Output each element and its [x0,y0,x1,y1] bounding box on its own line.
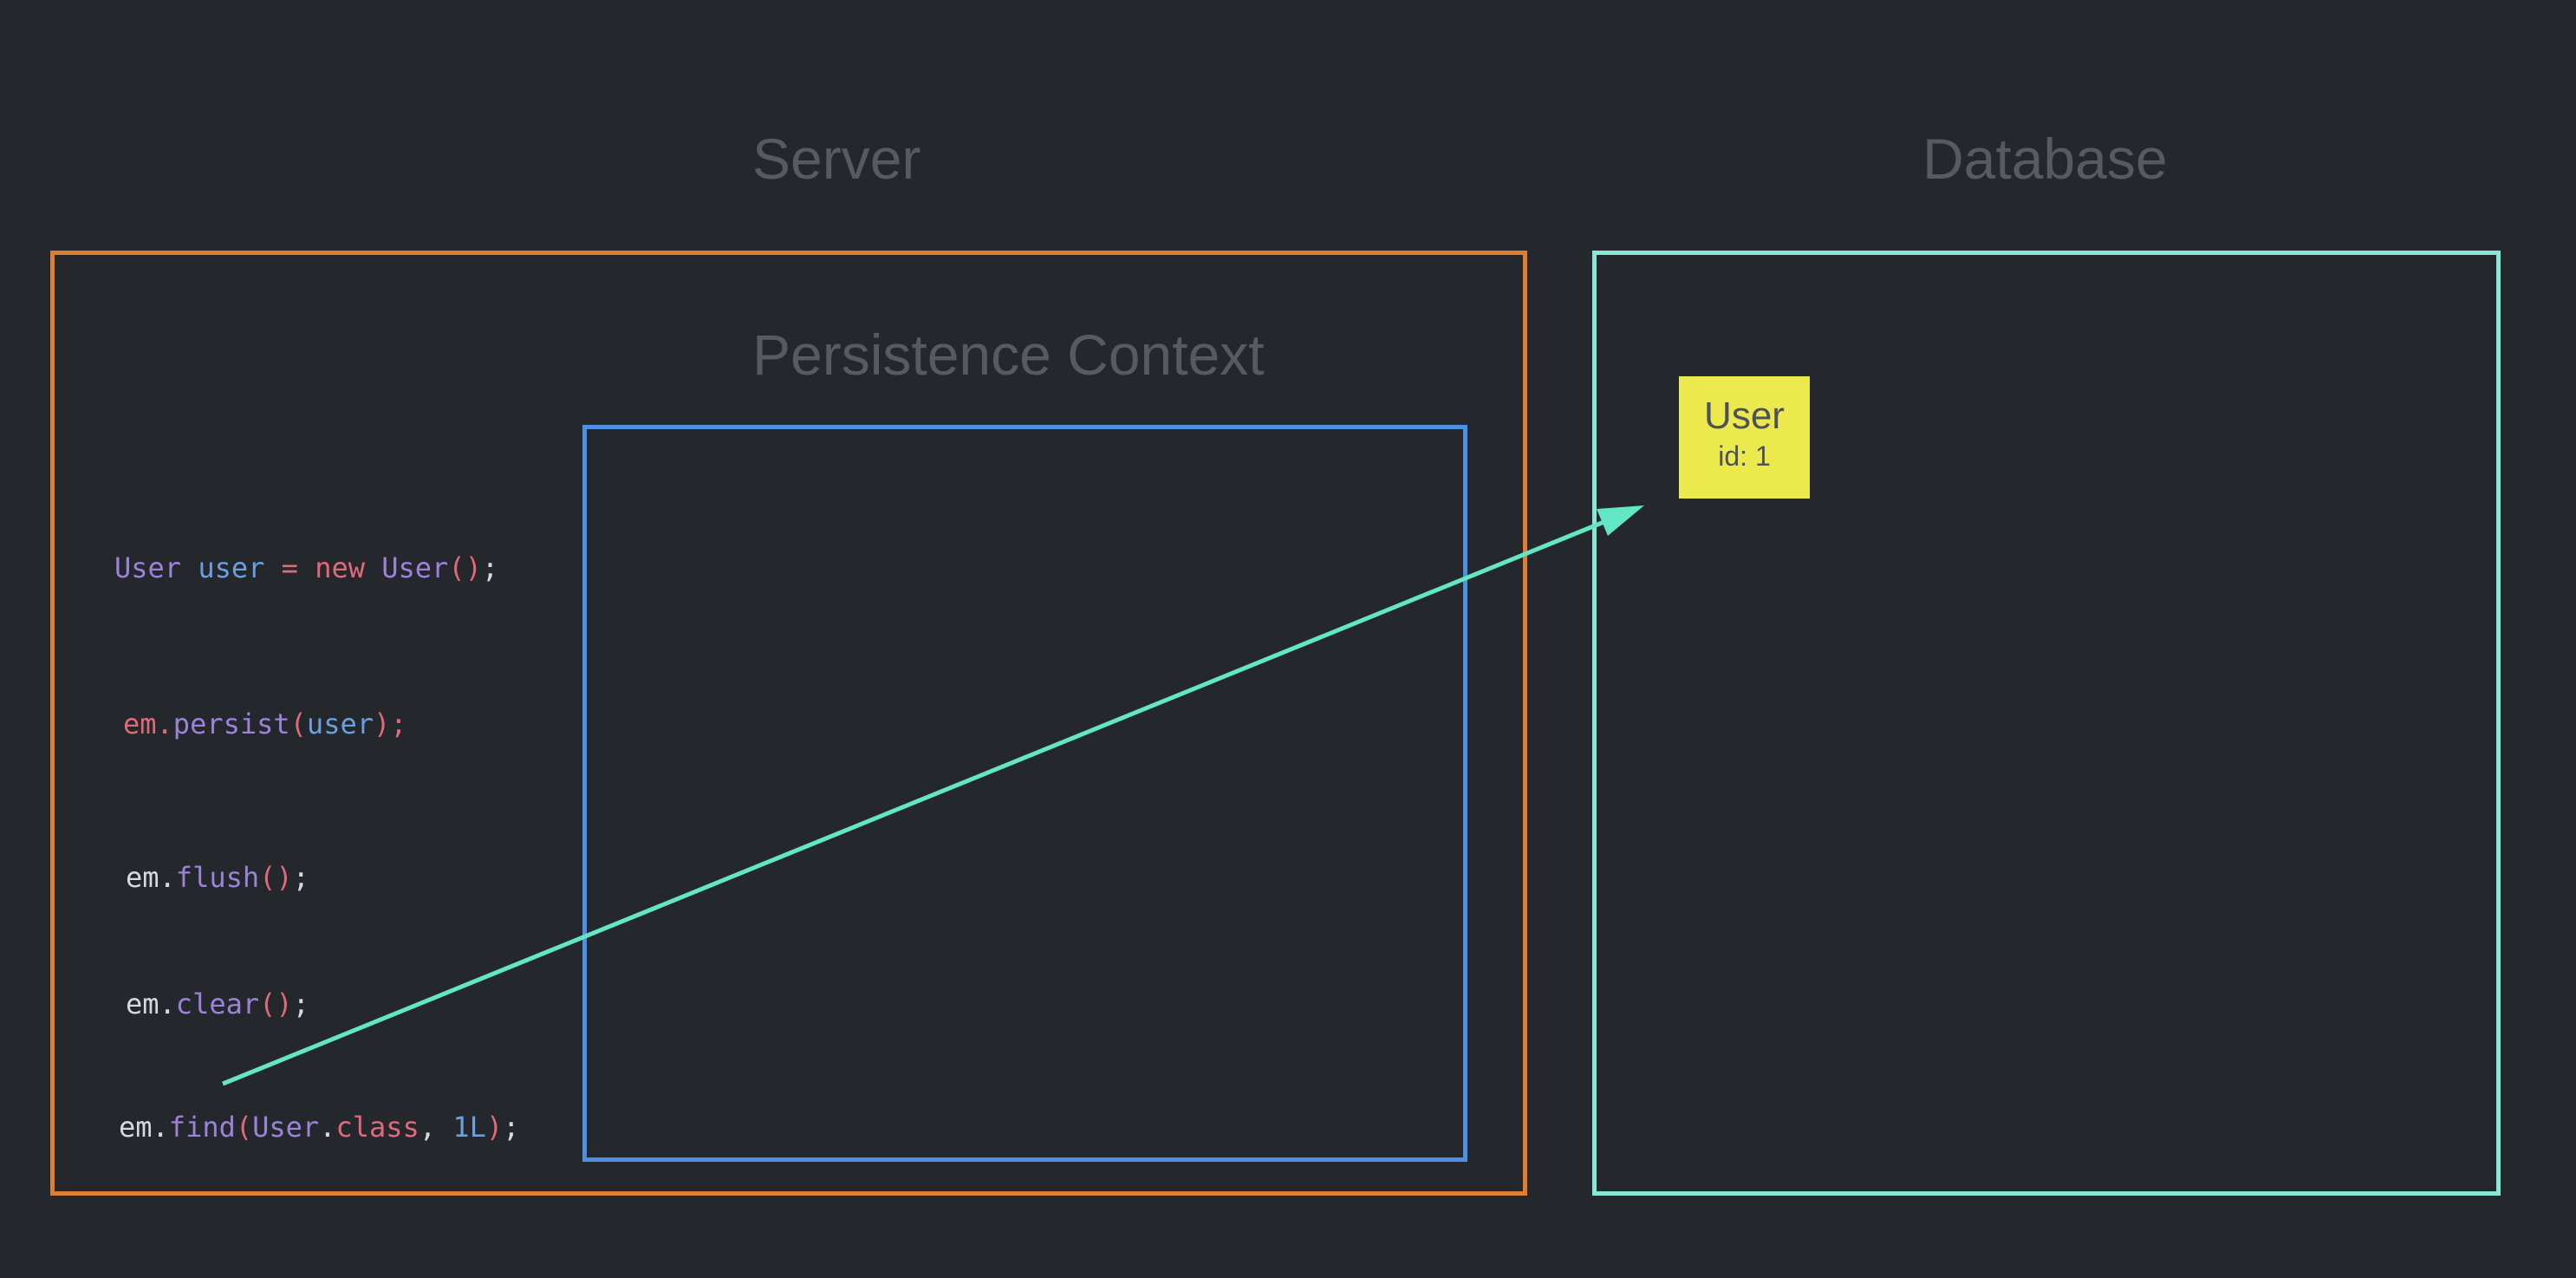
server-label: Server [752,127,921,191]
code-token: class [335,1111,420,1144]
code-token: em. [119,1111,169,1144]
code-token: ; [292,988,309,1020]
code-line-find: em.find(User.class, 1L); [119,1110,519,1144]
code-token: . [319,1111,336,1144]
server-box: Persistence Context User user = new User… [50,251,1527,1196]
code-token: User [252,1111,320,1144]
user-record-entity: User [1704,394,1785,437]
code-token: flush [175,861,260,894]
database-box: User id: 1 [1592,251,2501,1196]
code-token: ; [481,551,499,584]
code-token: user [306,707,374,740]
code-token: user [198,551,282,584]
code-token: em. [123,707,173,740]
code-token: 1L [452,1111,486,1144]
code-token: ( [289,707,307,740]
code-token: ); [373,707,407,740]
code-line-new-user: User user = new User(); [114,551,498,585]
code-token: ) [485,1111,504,1144]
code-token: find [168,1111,236,1144]
code-token: () [259,861,293,894]
code-token: , [419,1111,453,1144]
code-line-clear: em.clear(); [126,987,309,1021]
user-record-id: id: 1 [1718,440,1771,472]
code-token: em. [126,988,176,1020]
code-token: ; [503,1111,520,1144]
database-label: Database [1922,127,2168,191]
code-line-flush: em.flush(); [126,860,309,895]
user-record-note: User id: 1 [1679,376,1810,499]
code-token: em. [126,861,176,894]
code-token: persist [172,707,290,740]
code-token: = new [281,551,382,584]
persistence-context-box [582,425,1467,1162]
code-token: () [448,551,482,584]
persistence-context-label: Persistence Context [752,323,1265,387]
code-token: ; [292,861,309,894]
code-token: ( [235,1111,253,1144]
code-line-persist: em.persist(user); [123,707,407,741]
code-token: clear [175,988,260,1020]
code-token: User [381,551,449,584]
code-token: () [259,988,293,1020]
code-token: User [114,551,198,584]
